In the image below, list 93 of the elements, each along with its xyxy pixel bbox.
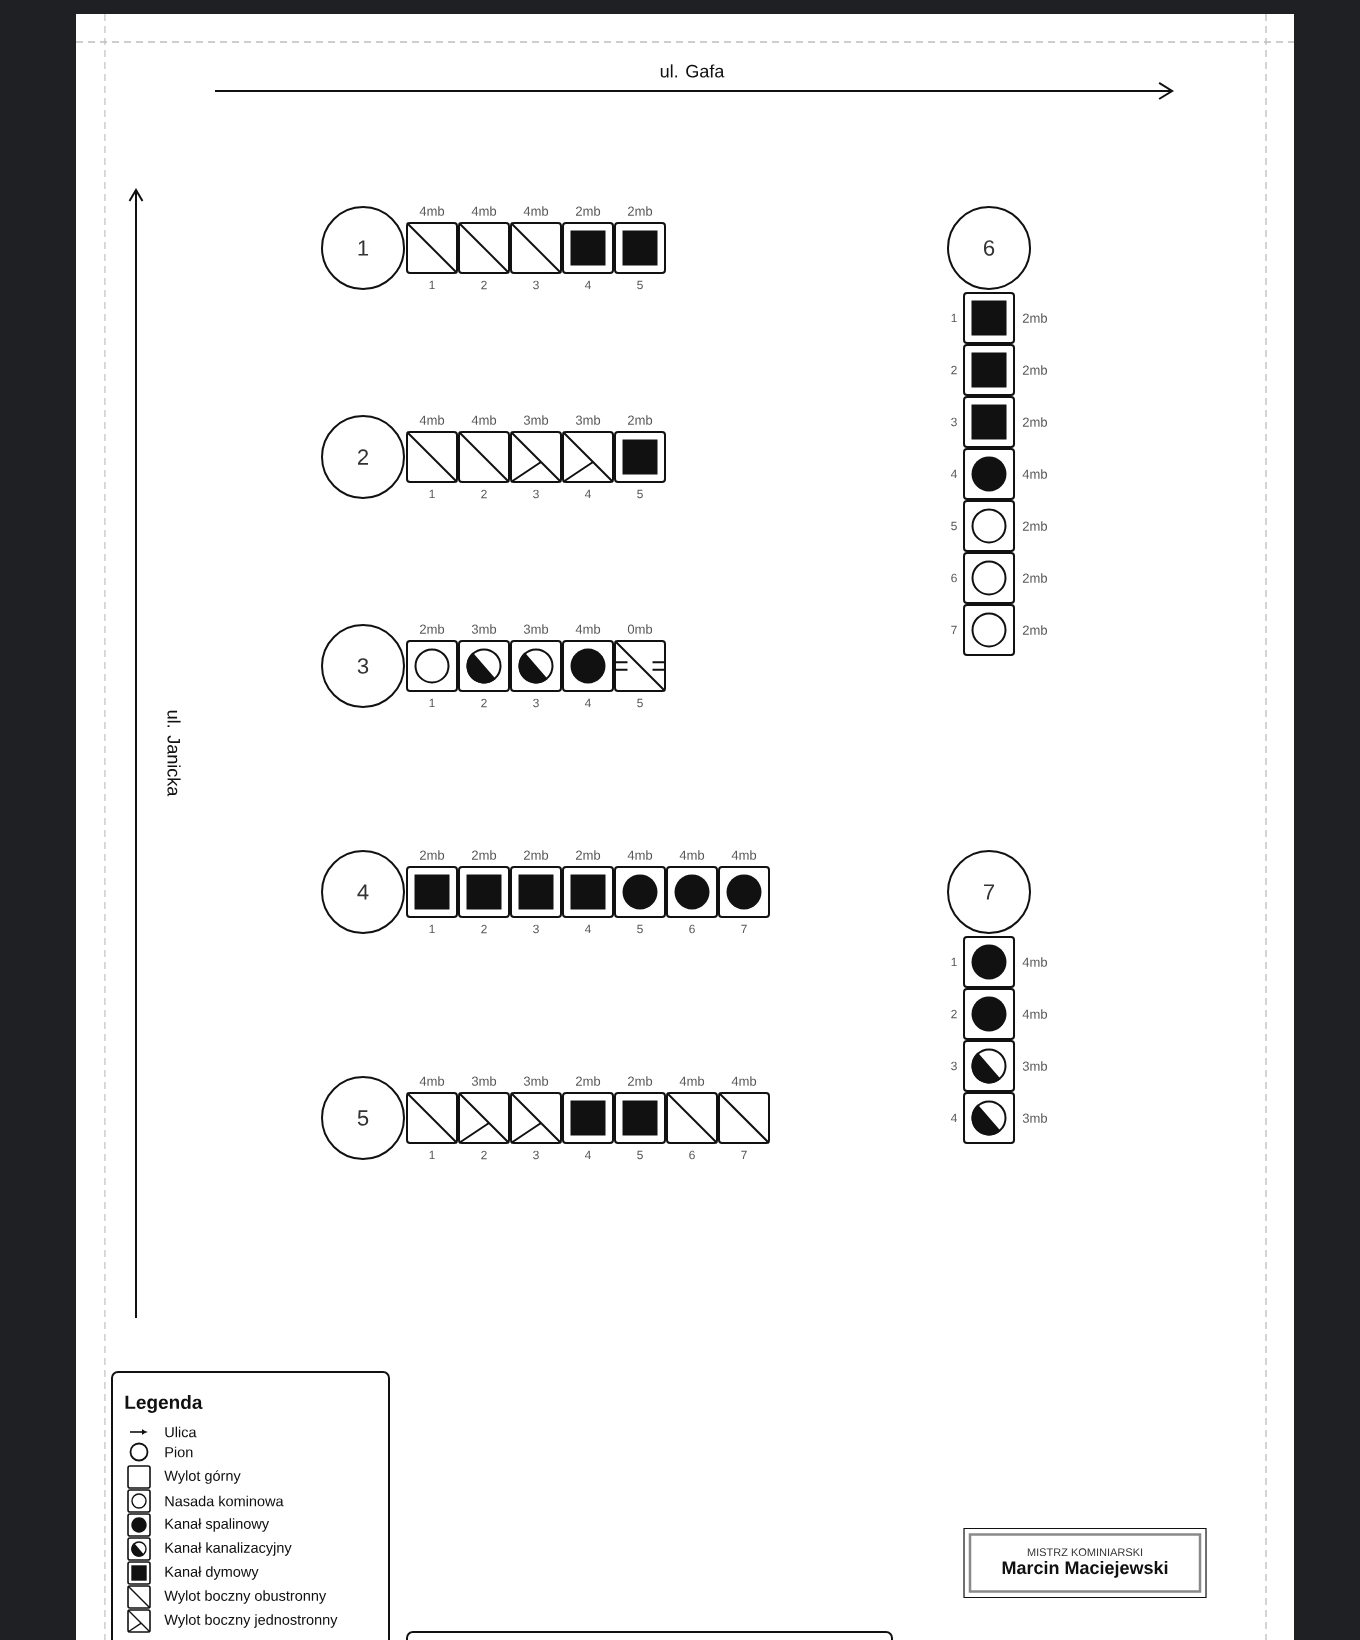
cell-number: 2 xyxy=(481,489,487,499)
cell-number: 2 xyxy=(481,1150,487,1160)
length-label: 4mb xyxy=(1022,469,1048,479)
legend-label: Wylot górny xyxy=(164,1470,241,1484)
street-name: ul. Gafa xyxy=(660,64,725,78)
cell-number: 4 xyxy=(950,469,957,479)
legend-label: Wylot boczny jednostronny xyxy=(164,1614,338,1628)
length-label: 0mb xyxy=(627,624,653,634)
cell-number: 5 xyxy=(637,280,643,290)
length-label: 3mb xyxy=(1022,1061,1048,1071)
length-label: 2mb xyxy=(576,850,601,860)
legend-label: Wylot boczny obustronny xyxy=(164,1590,327,1604)
cell-number: 2 xyxy=(951,365,957,375)
cell-number: 4 xyxy=(584,924,591,934)
cell-number: 2 xyxy=(481,280,487,290)
length-label: 3mb xyxy=(523,1076,549,1086)
length-label: 4mb xyxy=(627,850,653,860)
cell-number: 1 xyxy=(429,489,435,499)
legend-title: Legenda xyxy=(125,1395,203,1413)
length-label: 4mb xyxy=(419,415,445,425)
length-label: 4mb xyxy=(419,1076,445,1086)
length-label: 2mb xyxy=(1022,417,1048,427)
length-label: 2mb xyxy=(576,1076,601,1086)
cell-number: 6 xyxy=(951,573,957,583)
cell-number: 2 xyxy=(481,924,487,934)
length-label: 2mb xyxy=(472,850,497,860)
length-label: 3mb xyxy=(523,415,549,425)
length-label: 3mb xyxy=(471,624,497,634)
cell-number: 2 xyxy=(481,698,487,708)
length-label: 2mb xyxy=(420,624,445,634)
legend-label: Pion xyxy=(165,1446,193,1458)
legend-label: Kanał spalinowy xyxy=(165,1518,270,1532)
cell-number: 1 xyxy=(429,280,435,290)
cell-number: 1 xyxy=(951,313,957,323)
length-label: 2mb xyxy=(1022,625,1048,635)
cell-number: 3 xyxy=(533,280,539,290)
cell-number: 5 xyxy=(951,521,957,531)
length-label: 4mb xyxy=(679,850,705,860)
cell-number: 5 xyxy=(637,698,643,708)
cell-number: 3 xyxy=(533,489,539,499)
cell-number: 7 xyxy=(951,625,957,635)
length-label: 4mb xyxy=(523,206,549,216)
length-label: 2mb xyxy=(628,415,653,425)
cell-number: 4 xyxy=(950,1113,957,1123)
cell-number: 3 xyxy=(533,924,539,934)
length-label: 2mb xyxy=(628,1076,653,1086)
legend-label: Ulica xyxy=(165,1426,197,1438)
length-label: 2mb xyxy=(576,206,601,216)
cell-number: 3 xyxy=(533,698,539,708)
length-label: 3mb xyxy=(575,415,601,425)
cell-number: 5 xyxy=(637,489,643,499)
length-label: 4mb xyxy=(1022,957,1048,967)
cell-number: 1 xyxy=(429,924,435,934)
cell-number: 1 xyxy=(429,1150,435,1160)
cell-number: 3 xyxy=(951,417,957,427)
cell-number: 6 xyxy=(689,1150,695,1160)
length-label: 3mb xyxy=(523,624,549,634)
legend-label: Kanał kanalizacyjny xyxy=(165,1542,292,1556)
street-name: ul. Janicka xyxy=(167,710,181,797)
length-label: 2mb xyxy=(628,206,653,216)
cell-number: 3 xyxy=(533,1150,539,1160)
length-label: 4mb xyxy=(471,206,497,216)
cell-number: 2 xyxy=(951,1009,957,1019)
length-label: 2mb xyxy=(1022,521,1048,531)
cell-number: 3 xyxy=(951,1061,957,1071)
length-label: 4mb xyxy=(471,415,497,425)
length-label: 2mb xyxy=(1022,365,1048,375)
legend-label: Nasada kominowa xyxy=(165,1495,284,1507)
length-label: 3mb xyxy=(1022,1113,1048,1123)
cell-number: 1 xyxy=(429,698,435,708)
length-label: 2mb xyxy=(1022,313,1048,323)
length-label: 4mb xyxy=(575,624,601,634)
cell-number: 4 xyxy=(584,698,591,708)
length-label: 4mb xyxy=(731,1076,757,1086)
length-label: 2mb xyxy=(420,850,445,860)
length-label: 2mb xyxy=(1022,573,1048,583)
cell-number: 5 xyxy=(637,924,643,934)
length-label: 3mb xyxy=(471,1076,497,1086)
length-label: 4mb xyxy=(419,206,445,216)
stamp-box: MISTRZ KOMINIARSKI Marcin Maciejewski xyxy=(963,1527,1207,1599)
length-label: 2mb xyxy=(524,850,549,860)
length-label: 4mb xyxy=(679,1076,705,1086)
length-label: 4mb xyxy=(731,850,757,860)
cell-number: 5 xyxy=(637,1150,643,1160)
length-label: 4mb xyxy=(1022,1009,1048,1019)
cell-number: 6 xyxy=(689,924,695,934)
cell-number: 1 xyxy=(951,957,957,967)
cell-number: 7 xyxy=(741,1150,747,1160)
cell-number: 4 xyxy=(584,489,591,499)
cell-number: 4 xyxy=(584,1150,591,1160)
cell-number: 7 xyxy=(741,924,747,934)
cell-number: 4 xyxy=(584,280,591,290)
legend-label: Kanał dymowy xyxy=(165,1566,259,1580)
